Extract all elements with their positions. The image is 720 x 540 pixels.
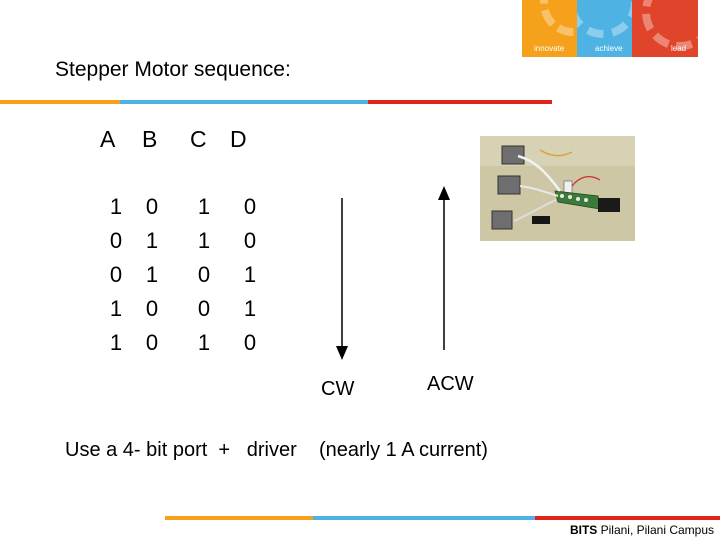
header-rule-red xyxy=(368,100,552,104)
brand-segment-innovate xyxy=(522,0,577,57)
table-cell: 1 xyxy=(145,262,159,287)
brand-segment-achieve xyxy=(577,0,632,57)
table-cell: 0 xyxy=(243,330,257,355)
table-cell: 1 xyxy=(109,330,123,355)
table-cell: 0 xyxy=(243,228,257,253)
column-header-a: A xyxy=(100,126,116,152)
footer-rule-blue xyxy=(313,516,535,520)
table-cell: 1 xyxy=(197,228,211,253)
table-cell: 0 xyxy=(197,262,211,287)
table-cell: 0 xyxy=(145,296,159,321)
footer-credit: BITS Pilani, Pilani Campus xyxy=(570,523,714,537)
cw-arrow xyxy=(336,198,348,360)
header-rule-orange xyxy=(0,100,120,104)
table-cell: 1 xyxy=(145,228,159,253)
slide-title: Stepper Motor sequence: xyxy=(55,58,291,81)
footer-rule-orange xyxy=(165,516,313,520)
footer-org-bold: BITS xyxy=(569,523,598,537)
table-cell: 0 xyxy=(109,228,123,253)
table-cell: 0 xyxy=(109,262,123,287)
footer-org-rest: Pilani, Pilani Campus xyxy=(597,523,714,537)
table-cell: 0 xyxy=(197,296,211,321)
brand-word-innovate: innovate xyxy=(534,44,565,53)
table-cell: 0 xyxy=(145,194,159,219)
header-rule-blue xyxy=(120,100,368,104)
brand-segment-lead xyxy=(632,0,698,57)
acw-arrow xyxy=(438,186,450,350)
driver-note: Use a 4- bit port + driver (nearly 1 A c… xyxy=(65,439,488,461)
cw-label: CW xyxy=(321,378,355,400)
table-cell: 0 xyxy=(243,194,257,219)
column-header-b: B xyxy=(142,126,158,152)
brand-word-achieve: achieve xyxy=(595,44,623,53)
column-header-c: C xyxy=(190,126,207,152)
brand-banner: innovate achieve lead xyxy=(522,0,698,57)
table-cell: 1 xyxy=(197,194,211,219)
footer-rule-red xyxy=(535,516,720,520)
table-cell: 1 xyxy=(109,194,123,219)
acw-label: ACW xyxy=(427,373,474,395)
table-cell: 1 xyxy=(243,262,257,287)
table-cell: 1 xyxy=(197,330,211,355)
brand-word-lead: lead xyxy=(671,44,687,53)
table-cell: 1 xyxy=(109,296,123,321)
table-cell: 1 xyxy=(243,296,257,321)
stepper-motor-photo xyxy=(480,136,635,241)
table-cell: 0 xyxy=(145,330,159,355)
column-header-d: D xyxy=(230,126,247,152)
